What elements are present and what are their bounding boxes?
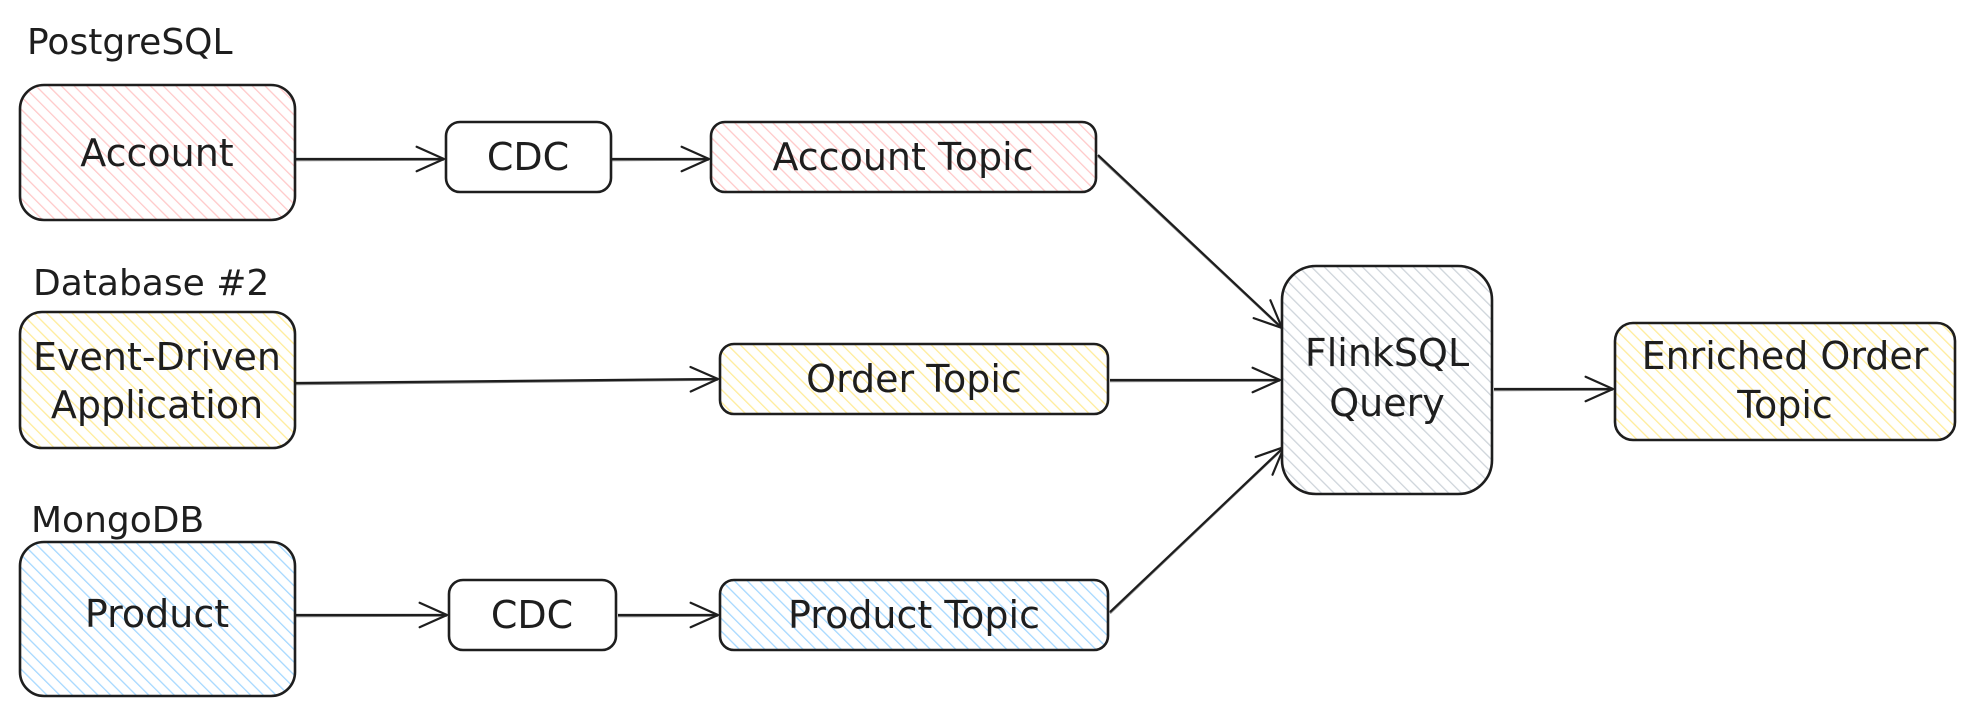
node-product-topic[interactable]: Product Topic (718, 578, 1110, 652)
node-eda-label-line1: Event-Driven (33, 335, 281, 379)
node-event-driven-application[interactable]: Event-Driven Application (18, 310, 297, 450)
arrow-product-topic-to-flink (1109, 445, 1286, 614)
node-enriched-label-line1: Enriched Order (1642, 334, 1929, 378)
node-eda-label-line2: Application (51, 383, 263, 427)
group-label-mongodb: MongoDB (31, 500, 204, 541)
group-label-postgresql: PostgreSQL (27, 22, 233, 63)
node-flink-label-line2: Query (1329, 381, 1444, 425)
node-cdc-bottom-label: CDC (491, 593, 573, 637)
arrow-cdc2-to-product-topic (617, 601, 720, 629)
arrow-product-to-cdc2 (295, 601, 449, 629)
arrow-flink-to-enriched (1493, 375, 1615, 403)
node-enriched-order-topic[interactable]: Enriched Order Topic (1613, 321, 1957, 442)
node-account-topic-label: Account Topic (772, 135, 1033, 179)
node-enriched-label-line2: Topic (1736, 383, 1833, 427)
edges-layer (295, 145, 1615, 629)
node-product[interactable]: Product (18, 540, 297, 698)
node-order-topic-label: Order Topic (806, 357, 1022, 401)
node-flink-label-line1: FlinkSQL (1305, 331, 1469, 375)
node-account-label: Account (80, 131, 233, 175)
node-product-topic-label: Product Topic (788, 593, 1040, 637)
arrow-eda-to-order-topic (295, 365, 720, 393)
arrow-account-topic-to-flink (1097, 154, 1284, 330)
group-label-database-2: Database #2 (33, 263, 269, 304)
node-account[interactable]: Account (18, 83, 297, 222)
node-cdc-top[interactable]: CDC (444, 120, 613, 194)
arrow-cdc1-to-account-topic (611, 145, 711, 173)
node-account-topic[interactable]: Account Topic (709, 120, 1098, 194)
node-product-label: Product (85, 592, 229, 636)
node-order-topic[interactable]: Order Topic (718, 342, 1110, 416)
arrow-account-to-cdc1 (295, 145, 446, 173)
node-flinksql-query[interactable]: FlinkSQL Query (1280, 264, 1494, 496)
node-cdc-bottom[interactable]: CDC (447, 578, 618, 652)
node-cdc-top-label: CDC (487, 135, 569, 179)
arrow-order-topic-to-flink (1109, 366, 1282, 394)
